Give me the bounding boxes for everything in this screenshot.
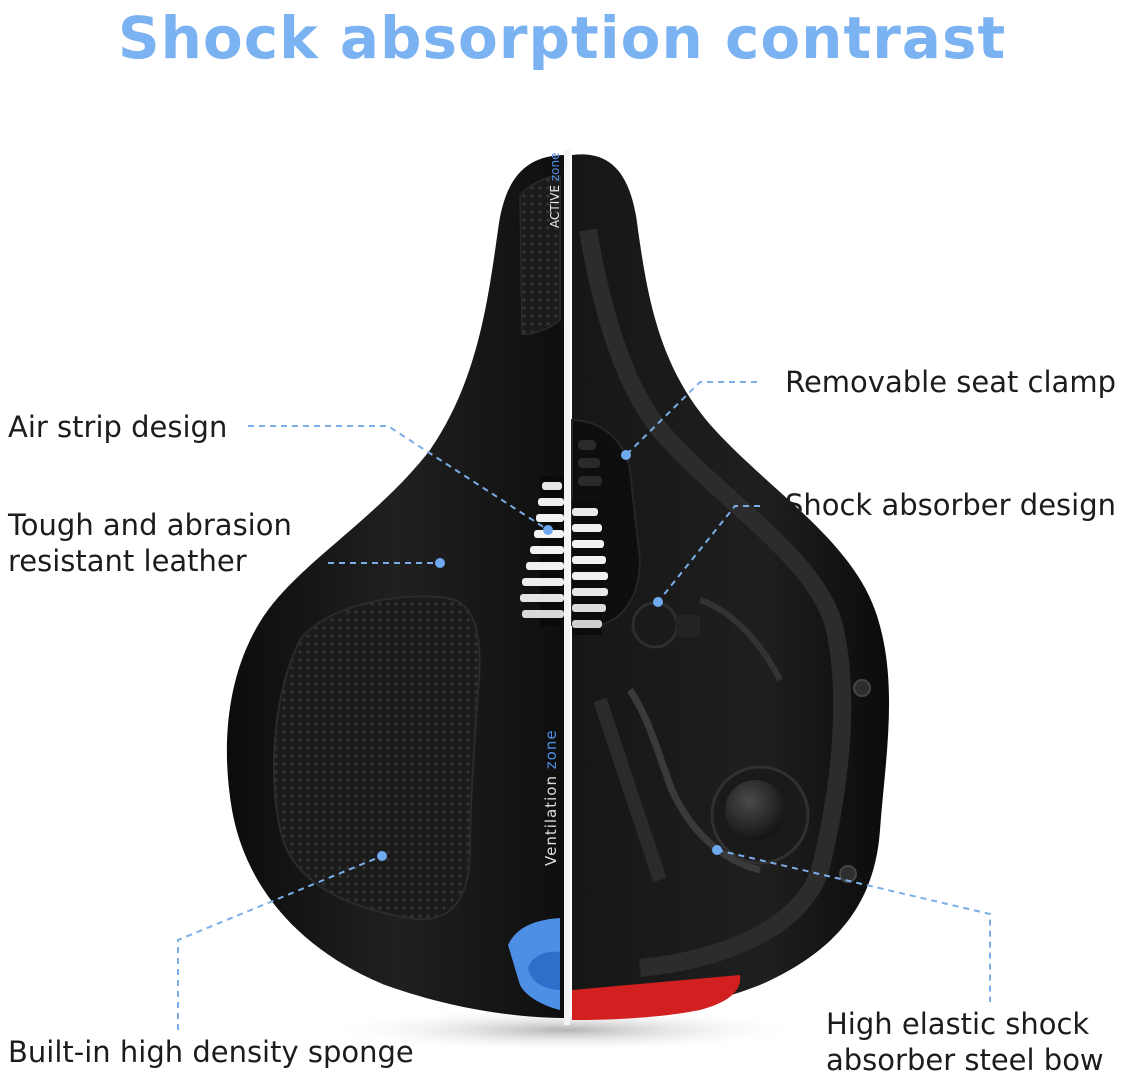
- seat-print-ventilation-zone: Ventilation zone: [542, 729, 560, 866]
- saddle-nose-panel: [519, 175, 561, 335]
- label-leather-line1: Tough and abrasion: [8, 508, 292, 542]
- steel-bow-rails: [593, 597, 810, 883]
- label-seat-clamp: Removable seat clamp: [785, 364, 1116, 400]
- dot-steel-bow: [712, 845, 722, 855]
- seat-print-active-word: ACTIVE: [548, 184, 562, 228]
- seat-print-ventilation-zone-word: zone: [542, 729, 560, 770]
- annotation-leaders: [177, 381, 991, 1030]
- frame-screw-bottom: [839, 865, 857, 883]
- textured-sponge-panel: [272, 595, 481, 921]
- brand-logo-mark: [528, 951, 560, 990]
- dot-leather: [435, 558, 445, 568]
- underside-frame-rim: [579, 228, 852, 977]
- frame-screw-top: [853, 679, 871, 697]
- leader-air-strip: [248, 425, 549, 531]
- floor-shadow: [325, 1008, 805, 1052]
- saddle-underside-half: [572, 154, 890, 1020]
- shock-absorber-spring: [572, 500, 700, 649]
- leader-steel-bow: [716, 849, 991, 1002]
- seat-print-ventilation-word: Ventilation: [542, 775, 560, 866]
- label-air-strip-text: Air strip design: [8, 410, 228, 444]
- dot-shock-absorber: [653, 597, 663, 607]
- label-steel-bow-line1: High elastic shock: [826, 1007, 1090, 1041]
- dot-sponge: [377, 851, 387, 861]
- cutaway-divider: [564, 150, 570, 1025]
- label-sponge: Built-in high density sponge: [8, 1034, 414, 1070]
- label-leather-line2: resistant leather: [8, 544, 247, 578]
- dot-air-strip: [543, 525, 553, 535]
- seat-print-active-zone: ACTIVE zone: [548, 152, 562, 228]
- label-steel-bow: High elastic shock absorber steel bow: [826, 1006, 1104, 1078]
- label-steel-bow-line2: absorber steel bow: [826, 1043, 1104, 1077]
- air-strip-vents: [520, 476, 566, 626]
- leader-sponge: [177, 855, 383, 1030]
- leader-seat-clamp: [625, 381, 757, 456]
- annotation-dots: [377, 450, 722, 861]
- label-seat-clamp-text: Removable seat clamp: [785, 365, 1116, 399]
- dot-seat-clamp: [621, 450, 631, 460]
- label-leather: Tough and abrasion resistant leather: [8, 507, 292, 579]
- seat-print-active-zone-word: zone: [548, 152, 562, 182]
- rear-reflector: [572, 975, 741, 1020]
- label-sponge-text: Built-in high density sponge: [8, 1035, 414, 1069]
- label-shock-absorber-text: Shock absorber design: [784, 488, 1116, 522]
- label-air-strip-design: Air strip design: [8, 409, 227, 445]
- label-shock-absorber: Shock absorber design: [785, 487, 1116, 523]
- leader-shock-absorber: [657, 505, 760, 603]
- page-title: Shock absorption contrast: [117, 4, 1007, 72]
